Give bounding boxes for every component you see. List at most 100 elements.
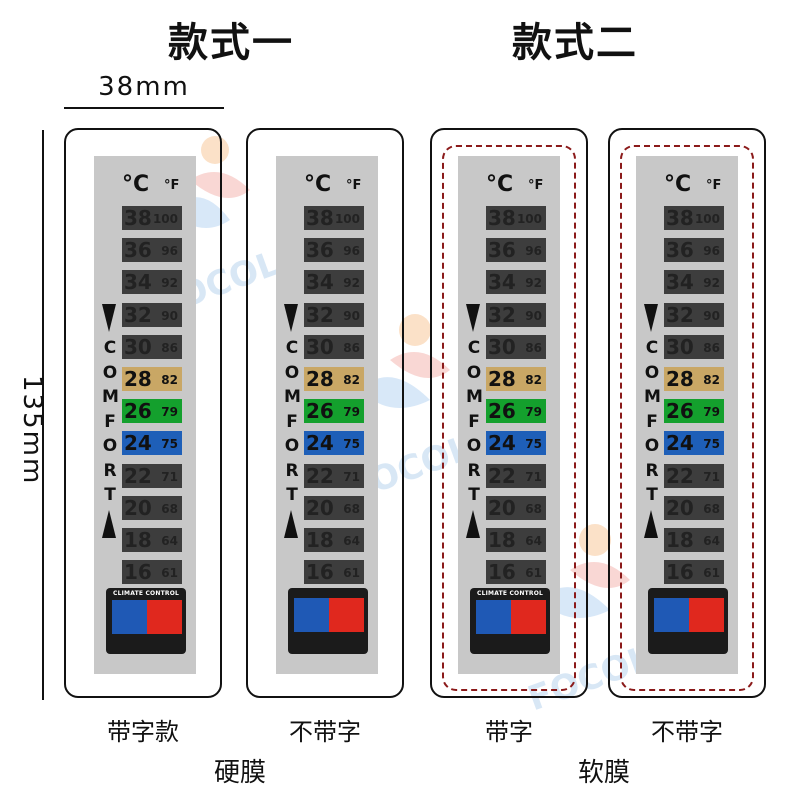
climate-control-label: CLIMATE CONTROL xyxy=(112,590,180,597)
celsius-value: 18 xyxy=(488,528,516,552)
fahrenheit-value: 64 xyxy=(161,534,178,548)
comfort-letter: T xyxy=(286,485,298,505)
comfort-letter: O xyxy=(466,362,482,383)
fahrenheit-value: 64 xyxy=(343,534,360,548)
celsius-value: 26 xyxy=(488,399,516,424)
celsius-value: 18 xyxy=(306,528,334,552)
comfort-letter: O xyxy=(284,362,300,383)
arrow-down-icon xyxy=(102,304,116,332)
thermometer-card-2 xyxy=(246,128,404,698)
celsius-value: 28 xyxy=(666,367,694,391)
thermometer-card-1 xyxy=(64,128,222,698)
fahrenheit-value: 100 xyxy=(334,212,360,226)
fahrenheit-value: 68 xyxy=(161,501,178,516)
celsius-value: 16 xyxy=(666,560,694,585)
climate-control-indicator xyxy=(288,588,368,654)
climate-control-indicator: CLIMATE CONTROL xyxy=(106,588,186,654)
celsius-value: 38 xyxy=(666,206,694,230)
thermometer-card-4 xyxy=(608,128,766,698)
fahrenheit-value: 92 xyxy=(525,276,542,291)
celsius-value: 30 xyxy=(306,334,334,359)
fahrenheit-unit: °F xyxy=(164,178,180,193)
fahrenheit-value: 79 xyxy=(525,405,542,420)
celsius-value: 24 xyxy=(666,431,694,456)
fahrenheit-unit: °F xyxy=(346,178,362,193)
comfort-letter: T xyxy=(468,485,480,505)
fahrenheit-value: 71 xyxy=(161,469,178,484)
comfort-letter: C xyxy=(467,338,481,358)
celsius-value: 26 xyxy=(124,399,152,424)
warm-indicator-block xyxy=(147,600,182,634)
fahrenheit-value: 100 xyxy=(516,212,542,226)
fahrenheit-value: 92 xyxy=(703,276,720,291)
celsius-value: 16 xyxy=(488,560,516,585)
arrow-down-icon xyxy=(466,304,480,332)
celsius-value: 20 xyxy=(666,495,694,520)
arrow-up-icon xyxy=(644,510,658,538)
warm-indicator-block xyxy=(511,600,546,634)
celsius-value: 18 xyxy=(666,528,694,552)
fahrenheit-value: 79 xyxy=(703,405,720,420)
fahrenheit-value: 68 xyxy=(525,501,542,516)
fahrenheit-value: 75 xyxy=(161,437,178,452)
celsius-value: 36 xyxy=(666,238,694,263)
fahrenheit-value: 61 xyxy=(343,566,360,581)
celsius-value: 34 xyxy=(666,270,694,295)
celsius-value: 26 xyxy=(666,399,694,424)
width-dimension-line xyxy=(64,107,224,109)
height-dimension-line xyxy=(42,130,44,700)
temperature-cell-26: 26 79 xyxy=(664,399,724,424)
style1-heading: 款式一 xyxy=(168,20,294,66)
celsius-unit: °C xyxy=(122,172,150,197)
soft-film-label: 软膜 xyxy=(577,758,630,788)
comfort-letter: R xyxy=(285,460,299,481)
fahrenheit-value: 61 xyxy=(525,566,542,581)
dashed-cut-line-4 xyxy=(620,145,754,691)
fahrenheit-value: 86 xyxy=(703,340,720,355)
temperature-cell-34: 34 92 xyxy=(664,270,724,295)
celsius-value: 22 xyxy=(124,463,152,488)
comfort-letter: M xyxy=(466,387,483,407)
celsius-value: 38 xyxy=(124,206,152,230)
fahrenheit-value: 90 xyxy=(161,308,178,323)
hard-film-label: 硬膜 xyxy=(213,758,266,788)
temperature-cell-24: 24 75 xyxy=(122,431,182,456)
celsius-value: 18 xyxy=(124,528,152,552)
arrow-down-icon xyxy=(644,304,658,332)
fahrenheit-value: 64 xyxy=(525,534,542,548)
celsius-value: 24 xyxy=(488,431,516,456)
celsius-value: 36 xyxy=(124,238,152,263)
fahrenheit-value: 96 xyxy=(343,244,360,259)
warm-indicator-block xyxy=(689,598,724,632)
fahrenheit-value: 86 xyxy=(161,340,178,355)
comfort-letter: F xyxy=(104,411,116,432)
celsius-value: 20 xyxy=(488,495,516,520)
celsius-value: 22 xyxy=(306,463,334,488)
celsius-value: 24 xyxy=(124,431,152,456)
temperature-cell-22: 22 71 xyxy=(122,463,182,488)
celsius-value: 34 xyxy=(306,270,334,295)
celsius-value: 26 xyxy=(306,399,334,424)
celsius-value: 20 xyxy=(306,495,334,520)
